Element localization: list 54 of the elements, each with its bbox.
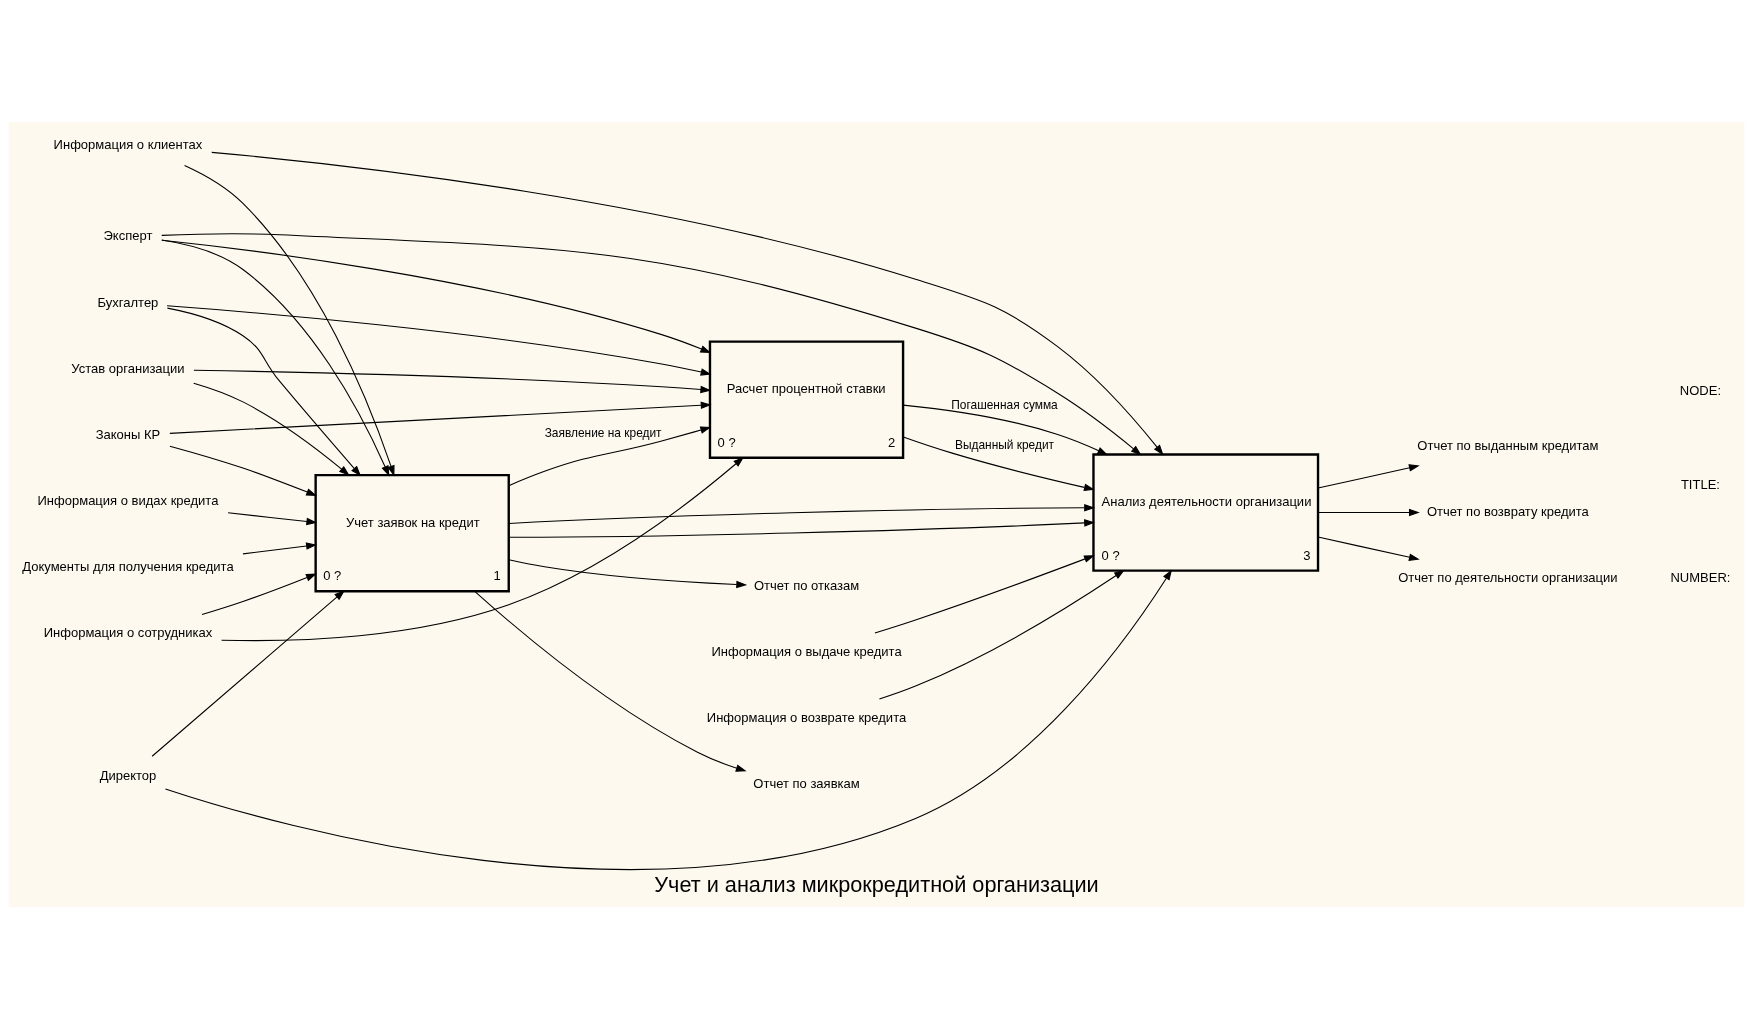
node-text: Эксперт (103, 227, 153, 243)
arrow (164, 568, 1173, 870)
label: NUMBER: (1670, 569, 1731, 585)
label: TITLE: (1680, 476, 1720, 492)
arrow (508, 503, 1096, 524)
arrow (169, 400, 712, 434)
arrow (227, 511, 318, 525)
node-text: Законы КР (95, 426, 161, 442)
node-text: Устав организации (71, 360, 185, 376)
arrow (193, 382, 350, 476)
node-box: Учет заявок на кредит 0 ? 1 (314, 473, 510, 592)
arrow (161, 232, 1142, 455)
arrow (902, 435, 1095, 491)
node-text: Информация о выдаче кредита (711, 643, 902, 659)
arrow (878, 569, 1125, 700)
diagram-title: Учет и анализ микрокредитной организации (654, 871, 1099, 897)
arrow (161, 239, 712, 353)
arrow (508, 425, 712, 486)
arrow (474, 590, 747, 772)
edge-label: Выданный кредит (954, 437, 1055, 452)
node-text: Директор (99, 767, 157, 783)
node-text: Отчет по деятельности организации (1398, 569, 1618, 585)
node-text: Отчет по возврату кредита (1426, 503, 1589, 519)
arrow (874, 554, 1095, 633)
node-text: Документы для получения кредита (22, 558, 234, 574)
node-text: Информация о возврате кредита (706, 709, 907, 725)
node-text: Отчет по отказам (753, 577, 860, 593)
arrow (508, 518, 1096, 538)
label: NODE: (1679, 382, 1722, 398)
arrow (508, 558, 748, 588)
arrow (1317, 463, 1420, 489)
node-text: Отчет по заявкам (753, 775, 860, 791)
arrow (166, 307, 362, 476)
arrow (201, 573, 317, 615)
arrow (193, 369, 712, 393)
node-text: Отчет по выданным кредитам (1417, 437, 1599, 453)
arrow (221, 456, 744, 641)
edge-label: Погашенная сумма (951, 397, 1058, 412)
arrow (169, 445, 318, 496)
arrow (184, 164, 395, 476)
node-box: Расчет процентной ставки 0 ? 2 (708, 340, 905, 459)
arrow (1317, 536, 1420, 561)
arrow (902, 404, 1109, 455)
edge-label: Заявление на кредит (544, 425, 662, 440)
arrow (151, 589, 345, 757)
node-text: Информация о клиентах (53, 136, 203, 152)
node-text: Бухгалтер (97, 294, 159, 310)
arrow (211, 151, 1164, 455)
arrow (242, 541, 317, 554)
node-text: Информация о сотрудниках (43, 624, 213, 640)
arrow (1317, 508, 1420, 516)
arrow (166, 304, 712, 376)
node-box: Анализ деятельности организации 0 ? 3 (1092, 452, 1320, 572)
node-text: Информация о видах кредита (37, 492, 219, 508)
